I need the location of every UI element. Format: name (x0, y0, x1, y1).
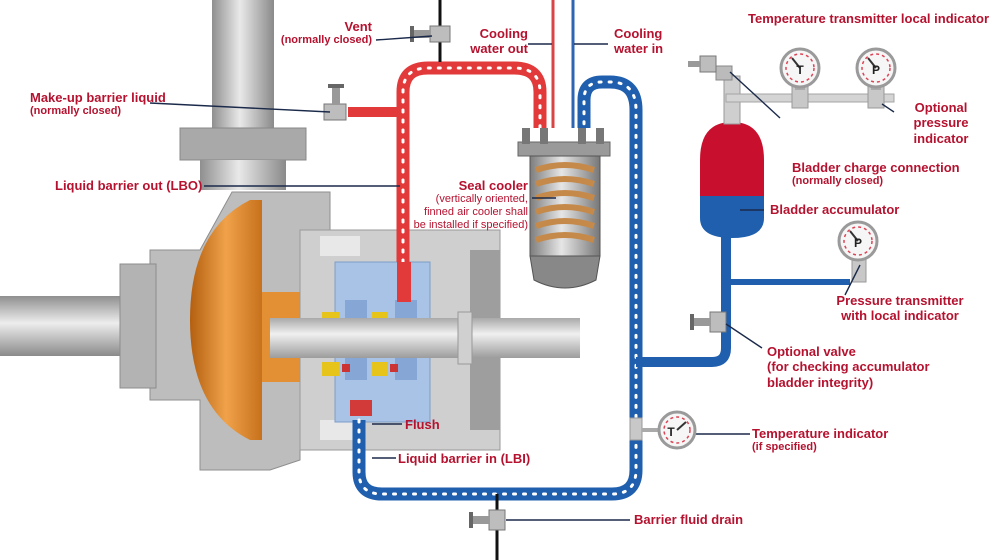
cooling-out-line2: water out (470, 41, 528, 57)
bladder-charge-subtitle: (normally closed) (792, 175, 884, 188)
impeller (190, 200, 262, 440)
valve-icon (323, 84, 347, 121)
thermowell (629, 417, 643, 441)
cooling-in-line2: water in (614, 41, 664, 57)
drain-title: Barrier fluid drain (634, 512, 744, 527)
temp-transmitter-title: Temperature transmitter local indicator (748, 11, 990, 26)
temperature-gauge-icon: T (779, 47, 821, 90)
label-temperature-indicator: Temperature indicator (if specified) (752, 426, 888, 454)
optional-pressure-line3: indicator (913, 130, 969, 146)
bladder-accumulator (700, 65, 764, 238)
shaft (270, 318, 580, 358)
label-vent: Vent (normally closed) (268, 19, 372, 47)
label-bladder-accumulator: Bladder accumulator (770, 202, 899, 217)
bladder-charge-title: Bladder charge connection (792, 160, 960, 175)
pump-casing (149, 191, 501, 471)
pressure-transmitter-line2: with local indicator (841, 308, 959, 324)
optional-valve-line1: Optional valve (767, 344, 856, 359)
seal-cooler-note-1: (vertically oriented, (435, 193, 528, 206)
leader-lines (149, 35, 895, 521)
makeup-subtitle: (normally closed) (30, 105, 122, 118)
bladder-accumulator-title: Bladder accumulator (770, 202, 900, 217)
suction-pipe (0, 263, 157, 389)
accumulator-line (636, 236, 731, 367)
label-seal-cooler: Seal cooler (vertically oriented, finned… (380, 178, 528, 232)
valve-icon (690, 311, 727, 333)
valve-icon (688, 55, 717, 73)
gauge-letter-temperature-indicator: T (667, 425, 675, 439)
gauge-letter-temperature: T (796, 63, 804, 77)
optional-valve-line3: bladder integrity) (767, 374, 874, 390)
temperature-indicator-gauge-icon: T (657, 410, 697, 450)
pressure-transmitter-line1: Pressure transmitter (836, 293, 964, 308)
label-cooling-water-in: Cooling water in (614, 26, 663, 57)
valve-icon (410, 25, 451, 43)
label-optional-pressure-indicator: Optional pressure indicator (903, 100, 979, 146)
seal-cooler-note-2: finned air cooler shall (424, 206, 528, 219)
seal-cooler (517, 128, 611, 289)
label-flush: Flush (405, 417, 440, 432)
vent-subtitle: (normally closed) (280, 34, 372, 47)
temp-indicator-subtitle: (if specified) (752, 441, 817, 454)
optional-pressure-line2: pressure (913, 115, 969, 131)
lbo-title: Liquid barrier out (LBO) (55, 178, 203, 193)
valve-icon (469, 509, 506, 531)
label-pressure-transmitter: Pressure transmitter with local indicato… (826, 293, 974, 324)
label-barrier-fluid-drain: Barrier fluid drain (634, 512, 743, 527)
cooling-in-line1: Cooling (614, 26, 663, 41)
vent-title: Vent (344, 19, 372, 34)
pressure-transmitter-gauge-icon: P (837, 220, 879, 262)
temp-indicator-title: Temperature indicator (752, 426, 889, 441)
gauge-letter-pressure: P (872, 63, 880, 77)
pressure-gauge-icon: P (855, 47, 897, 90)
optional-pressure-line1: Optional (914, 100, 968, 115)
label-bladder-charge-connection: Bladder charge connection (normally clos… (792, 160, 960, 188)
lbi-title: Liquid barrier in (LBI) (398, 451, 531, 466)
label-optional-valve: Optional valve (for checking accumulator… (767, 344, 930, 390)
label-liquid-barrier-in: Liquid barrier in (LBI) (398, 451, 530, 466)
seal-cooler-title: Seal cooler (458, 178, 528, 193)
label-temperature-transmitter: Temperature transmitter local indicator (748, 11, 989, 26)
makeup-title: Make-up barrier liquid (30, 90, 166, 105)
label-makeup-barrier-liquid: Make-up barrier liquid (normally closed) (30, 90, 166, 118)
seal-cooler-note-3: be installed if specified) (413, 219, 528, 232)
optional-valve-line2: (for checking accumulator (767, 359, 930, 375)
gauge-letter-pressure-transmitter: P (854, 236, 862, 250)
cooling-out-line1: Cooling (479, 26, 528, 41)
label-cooling-water-out: Cooling water out (448, 26, 528, 57)
label-liquid-barrier-out: Liquid barrier out (LBO) (55, 178, 202, 193)
liquid-barrier-in-line (352, 75, 643, 501)
flush-title: Flush (405, 417, 440, 432)
discharge-pipe (179, 0, 307, 190)
